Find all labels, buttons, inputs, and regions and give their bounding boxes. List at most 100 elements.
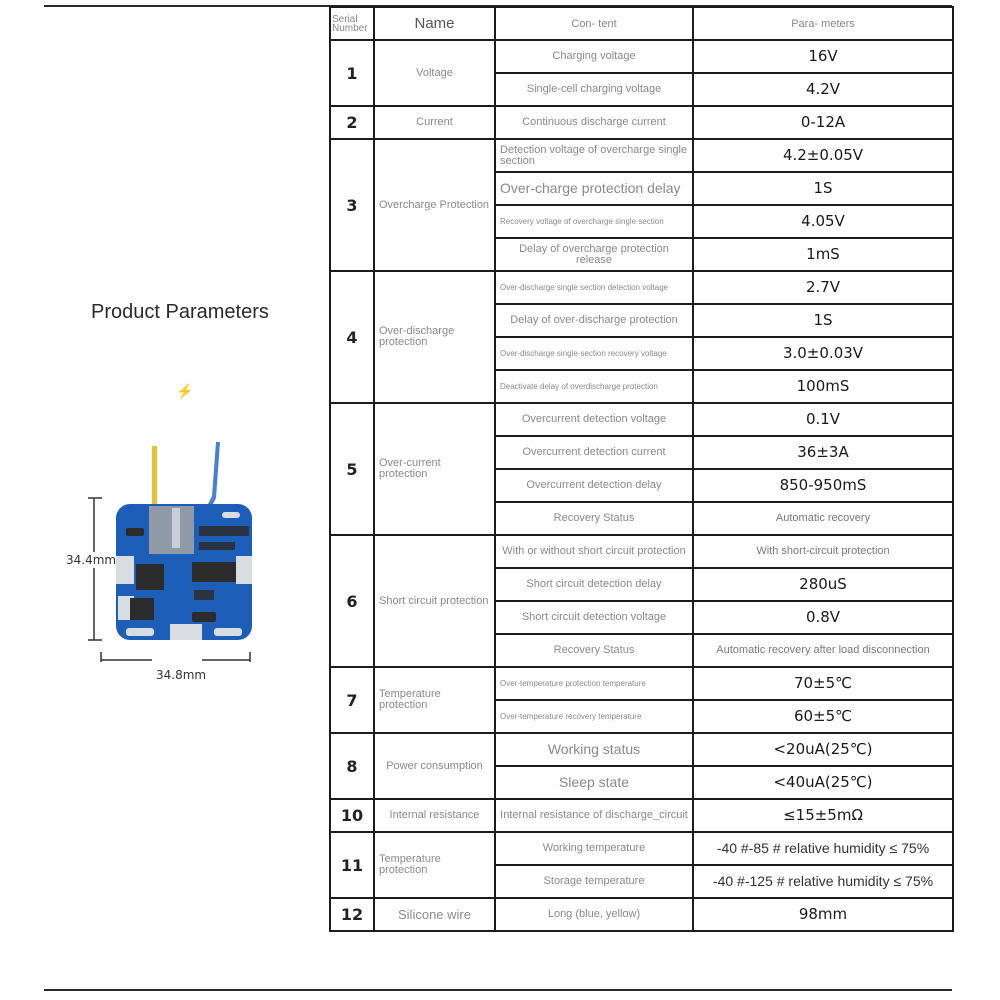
table-row: Recovery Status Automatic recovery bbox=[330, 501, 954, 536]
table-row: 5 Over-current protection Overcurrent de… bbox=[329, 402, 954, 536]
table-row: 1 Voltage Charging voltage 16V bbox=[329, 39, 954, 107]
table-row: Storage temperature -40 #-125 # relative… bbox=[330, 864, 954, 899]
content-cell: Charging voltage bbox=[494, 39, 694, 74]
name-cell: Overcharge Protection bbox=[373, 138, 496, 272]
name-cell: Short circuit protection bbox=[373, 534, 496, 668]
width-dimension-label: 34.8mm bbox=[156, 668, 207, 682]
table-row: Recovery Status Automatic recovery after… bbox=[330, 633, 954, 668]
name-cell: Over-current protection bbox=[373, 402, 496, 536]
content-cell: Sleep state bbox=[494, 765, 694, 800]
name-cell: Over-discharge protection bbox=[373, 270, 496, 404]
content-cell: Long (blue, yellow) bbox=[494, 897, 694, 932]
table-row: Delay of over-discharge protection 1S bbox=[330, 303, 954, 338]
table-row: 6 Short circuit protection With or witho… bbox=[329, 534, 954, 668]
serial-cell: 2 bbox=[329, 105, 375, 140]
serial-cell: 4 bbox=[329, 270, 375, 404]
product-panel: Product Parameters ⚡ bbox=[44, 8, 328, 988]
bottom-rule bbox=[44, 989, 952, 991]
table-row: Short circuit detection voltage 0.8V bbox=[330, 600, 954, 635]
content-cell: Over-temperature recovery temperature bbox=[494, 699, 694, 734]
parameter-cell: 0-12A bbox=[692, 105, 954, 140]
table-row: Sleep state <40uA(25℃) bbox=[330, 765, 954, 800]
parameter-cell: With short-circuit protection bbox=[692, 534, 954, 569]
table-row: 4 Over-discharge protection Over-dischar… bbox=[329, 270, 954, 404]
content-cell: Delay of overcharge protection release bbox=[494, 237, 694, 272]
name-cell: Temperature protection bbox=[373, 831, 496, 899]
header-row: Serial Number Name Con- tent Para- meter… bbox=[329, 6, 954, 41]
table-row: Over-charge protection delay 1S bbox=[330, 171, 954, 206]
name-cell: Power consumption bbox=[373, 732, 496, 800]
height-dimension-label: 34.4mm bbox=[66, 553, 117, 567]
content-cell: Short circuit detection delay bbox=[494, 567, 694, 602]
content-cell: Over-discharge single-section recovery v… bbox=[494, 336, 694, 371]
serial-cell: 1 bbox=[329, 39, 375, 107]
content-cell: With or without short circuit protection bbox=[494, 534, 694, 569]
content-cell: Recovery voltage of overcharge single se… bbox=[494, 204, 694, 239]
parameter-cell: 2.7V bbox=[692, 270, 954, 305]
table-row: Single-cell charging voltage 4.2V bbox=[330, 72, 954, 107]
content-cell: Over-temperature protection temperature bbox=[494, 666, 694, 701]
content-cell: Deactivate delay of overdischarge protec… bbox=[494, 369, 694, 404]
content-cell: Short circuit detection voltage bbox=[494, 600, 694, 635]
content-cell: Detection voltage of overcharge single s… bbox=[494, 138, 694, 173]
name-cell: Current bbox=[373, 105, 496, 140]
table-row: Over-discharge single-section recovery v… bbox=[330, 336, 954, 371]
parameter-cell: -40 #-125 # relative humidity ≤ 75% bbox=[692, 864, 954, 899]
parameter-cell: 1S bbox=[692, 171, 954, 206]
parameter-cell: Automatic recovery bbox=[692, 501, 954, 536]
serial-cell: 6 bbox=[329, 534, 375, 668]
table-row: Delay of overcharge protection release 1… bbox=[330, 237, 954, 272]
table-row: 8 Power consumption Working status <20uA… bbox=[329, 732, 954, 800]
table-row: Deactivate delay of overdischarge protec… bbox=[330, 369, 954, 404]
content-cell: Working status bbox=[494, 732, 694, 767]
content-cell: Overcurrent detection delay bbox=[494, 468, 694, 503]
header-name: Name bbox=[373, 6, 496, 41]
parameter-cell: 1mS bbox=[692, 237, 954, 272]
serial-cell: 11 bbox=[329, 831, 375, 899]
content-cell: Continuous discharge current bbox=[494, 105, 694, 140]
spec-table: Serial Number Name Con- tent Para- meter… bbox=[329, 6, 954, 932]
parameter-cell: 4.2V bbox=[692, 72, 954, 107]
header-parameters: Para- meters bbox=[692, 6, 954, 41]
table-row: Short circuit detection delay 280uS bbox=[330, 567, 954, 602]
panel-title: Product Parameters bbox=[91, 301, 269, 323]
parameter-cell: 36±3A bbox=[692, 435, 954, 470]
parameter-cell: 70±5℃ bbox=[692, 666, 954, 701]
parameter-cell: 16V bbox=[692, 39, 954, 74]
parameter-cell: 3.0±0.03V bbox=[692, 336, 954, 371]
top-rule bbox=[44, 5, 952, 7]
table-row: 7 Temperature protection Over-temperatur… bbox=[329, 666, 954, 734]
content-cell: Over-discharge single section detection … bbox=[494, 270, 694, 305]
serial-cell: 3 bbox=[329, 138, 375, 272]
serial-cell: 8 bbox=[329, 732, 375, 800]
content-cell: Single-cell charging voltage bbox=[494, 72, 694, 107]
serial-cell: 7 bbox=[329, 666, 375, 734]
lightning-bolt-icon: ⚡ bbox=[176, 383, 194, 399]
parameter-cell: 4.05V bbox=[692, 204, 954, 239]
table-row: Over-temperature recovery temperature 60… bbox=[330, 699, 954, 734]
table-row: Overcurrent detection delay 850-950mS bbox=[330, 468, 954, 503]
parameter-cell: 98mm bbox=[692, 897, 954, 932]
parameter-cell: 4.2±0.05V bbox=[692, 138, 954, 173]
parameter-cell: 100mS bbox=[692, 369, 954, 404]
table-row: 10 Internal resistance Internal resistan… bbox=[329, 798, 954, 833]
name-cell: Silicone wire bbox=[373, 897, 496, 932]
parameter-cell: 0.8V bbox=[692, 600, 954, 635]
header-content: Con- tent bbox=[494, 6, 694, 41]
parameter-cell: 280uS bbox=[692, 567, 954, 602]
table-row: 2 Current Continuous discharge current 0… bbox=[329, 105, 954, 140]
table-row: 11 Temperature protection Working temper… bbox=[329, 831, 954, 899]
content-cell: Internal resistance of discharge_circuit bbox=[494, 798, 694, 833]
parameter-cell: 60±5℃ bbox=[692, 699, 954, 734]
header-serial: Serial Number bbox=[329, 6, 375, 41]
parameter-cell: 850-950mS bbox=[692, 468, 954, 503]
serial-cell: 10 bbox=[329, 798, 375, 833]
parameter-cell: ≤15±5mΩ bbox=[692, 798, 954, 833]
parameter-cell: 0.1V bbox=[692, 402, 954, 437]
table-row: Overcurrent detection current 36±3A bbox=[330, 435, 954, 470]
content-cell: Overcurrent detection current bbox=[494, 435, 694, 470]
parameter-cell: 1S bbox=[692, 303, 954, 338]
parameter-cell: <20uA(25℃) bbox=[692, 732, 954, 767]
content-cell: Overcurrent detection voltage bbox=[494, 402, 694, 437]
content-cell: Over-charge protection delay bbox=[494, 171, 694, 206]
